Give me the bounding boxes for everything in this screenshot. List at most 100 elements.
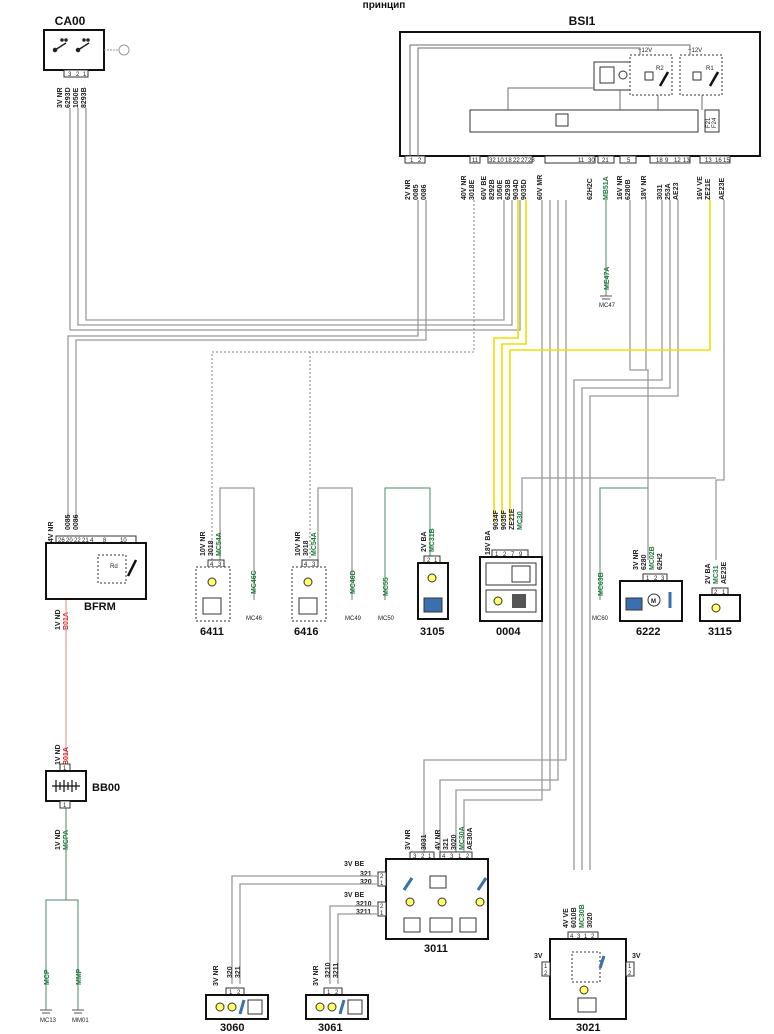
svg-text:ME47A: ME47A: [604, 267, 611, 290]
car-icon: [423, 597, 443, 613]
svg-text:3V BE: 3V BE: [344, 861, 365, 868]
svg-text:8: 8: [103, 538, 107, 544]
svg-text:1: 1: [544, 964, 548, 970]
svg-text:3210: 3210: [356, 901, 372, 908]
svg-text:MMP: MMP: [76, 968, 83, 985]
svg-text:MC46: MC46: [246, 616, 263, 622]
svg-text:1V ND: 1V ND: [55, 829, 62, 850]
svg-text:7: 7: [511, 552, 515, 558]
svg-text:10V NR: 10V NR: [295, 531, 302, 556]
diagram-title: принцип: [363, 0, 406, 11]
svg-text:3021: 3021: [576, 1022, 600, 1034]
svg-text:13: 13: [683, 158, 690, 164]
svg-text:2: 2: [503, 552, 507, 558]
svg-text:MB51A: MB51A: [603, 176, 610, 200]
svg-text:0085: 0085: [65, 514, 72, 530]
svg-text:ZE21E: ZE21E: [509, 508, 516, 530]
svg-text:6411: 6411: [200, 626, 224, 638]
svg-text:2: 2: [418, 158, 422, 164]
svg-text:62H2: 62H2: [657, 553, 664, 570]
svg-text:9: 9: [519, 552, 523, 558]
ignition-switch-icon: [52, 38, 90, 53]
svg-text:1: 1: [628, 964, 632, 970]
svg-text:9035D: 9035D: [521, 179, 528, 200]
svg-text:MC54A: MC54A: [311, 532, 318, 556]
svg-text:1: 1: [458, 854, 462, 860]
svg-text:MC50: MC50: [378, 616, 395, 622]
svg-text:3: 3: [312, 562, 316, 568]
svg-text:3115: 3115: [708, 626, 732, 638]
svg-text:MC63B: MC63B: [598, 572, 605, 596]
svg-text:3105: 3105: [420, 626, 444, 638]
svg-text:3011: 3011: [424, 943, 448, 955]
svg-text:MC02B: MC02B: [649, 546, 656, 570]
svg-text:1: 1: [584, 934, 588, 940]
svg-text:MC46D: MC46D: [350, 570, 357, 594]
svg-text:MC46C: MC46C: [251, 570, 258, 594]
svg-text:B01A: B01A: [63, 747, 70, 765]
svg-text:8293B: 8293B: [81, 87, 88, 108]
svg-text:3V BE: 3V BE: [344, 892, 365, 899]
svg-text:1: 1: [83, 72, 87, 78]
svg-text:1V ND: 1V ND: [55, 609, 62, 630]
svg-text:MM01: MM01: [72, 1018, 89, 1024]
svg-text:16: 16: [715, 158, 722, 164]
wiper-icon: [403, 917, 421, 933]
svg-text:1: 1: [410, 158, 414, 164]
ca00-connector: [63, 69, 89, 78]
svg-text:4: 4: [90, 538, 94, 544]
svg-text:MC30B: MC30B: [579, 904, 586, 928]
svg-text:0086: 0086: [421, 184, 428, 200]
car-icon: [625, 597, 643, 611]
svg-text:320: 320: [360, 879, 372, 886]
rear-wiper-icon: [577, 997, 597, 1013]
svg-text:11: 11: [472, 158, 479, 164]
svg-text:4: 4: [570, 934, 574, 940]
svg-text:3031: 3031: [421, 834, 428, 850]
svg-text:27: 27: [521, 158, 528, 164]
svg-text:3V NR: 3V NR: [633, 549, 640, 570]
svg-text:3018E: 3018E: [469, 179, 476, 200]
svg-text:10: 10: [120, 538, 127, 544]
svg-text:321: 321: [360, 871, 372, 878]
svg-text:3: 3: [450, 854, 454, 860]
svg-text:28: 28: [528, 158, 535, 164]
svg-text:2: 2: [654, 576, 658, 582]
svg-text:3V NR: 3V NR: [405, 829, 412, 850]
svg-text:AE23E: AE23E: [721, 561, 728, 584]
svg-text:MC60: MC60: [592, 616, 609, 622]
svg-text:F21: F21: [706, 117, 712, 128]
svg-text:1: 1: [327, 990, 331, 996]
wires-yellow: [493, 200, 711, 522]
svg-text:2V NR: 2V NR: [405, 179, 412, 200]
svg-text:AE23E: AE23E: [719, 177, 726, 200]
svg-text:3060: 3060: [220, 1022, 244, 1034]
svg-text:18V BA: 18V BA: [485, 530, 492, 555]
svg-text:3020: 3020: [587, 912, 594, 928]
svg-text:6010B: 6010B: [571, 907, 578, 928]
svg-text:R1: R1: [706, 66, 714, 72]
svg-text:321: 321: [443, 838, 450, 850]
motor-icon: [647, 593, 661, 607]
svg-text:R2: R2: [656, 66, 664, 72]
svg-text:4V NR: 4V NR: [435, 829, 442, 850]
svg-text:321: 321: [235, 966, 242, 978]
svg-text:MC31: MC31: [713, 565, 720, 584]
svg-text:16V NR: 16V NR: [617, 175, 624, 200]
svg-text:0085: 0085: [413, 184, 420, 200]
svg-text:2V BA: 2V BA: [421, 531, 428, 552]
svg-text:MC30: MC30: [517, 511, 524, 530]
svg-text:3211: 3211: [356, 909, 371, 916]
ca00-label: CA00: [55, 14, 86, 28]
svg-text:AE30A: AE30A: [467, 827, 474, 850]
svg-text:2: 2: [237, 990, 241, 996]
svg-text:18V NR: 18V NR: [641, 175, 648, 200]
svg-text:30: 30: [588, 158, 595, 164]
svg-text:3: 3: [68, 72, 72, 78]
